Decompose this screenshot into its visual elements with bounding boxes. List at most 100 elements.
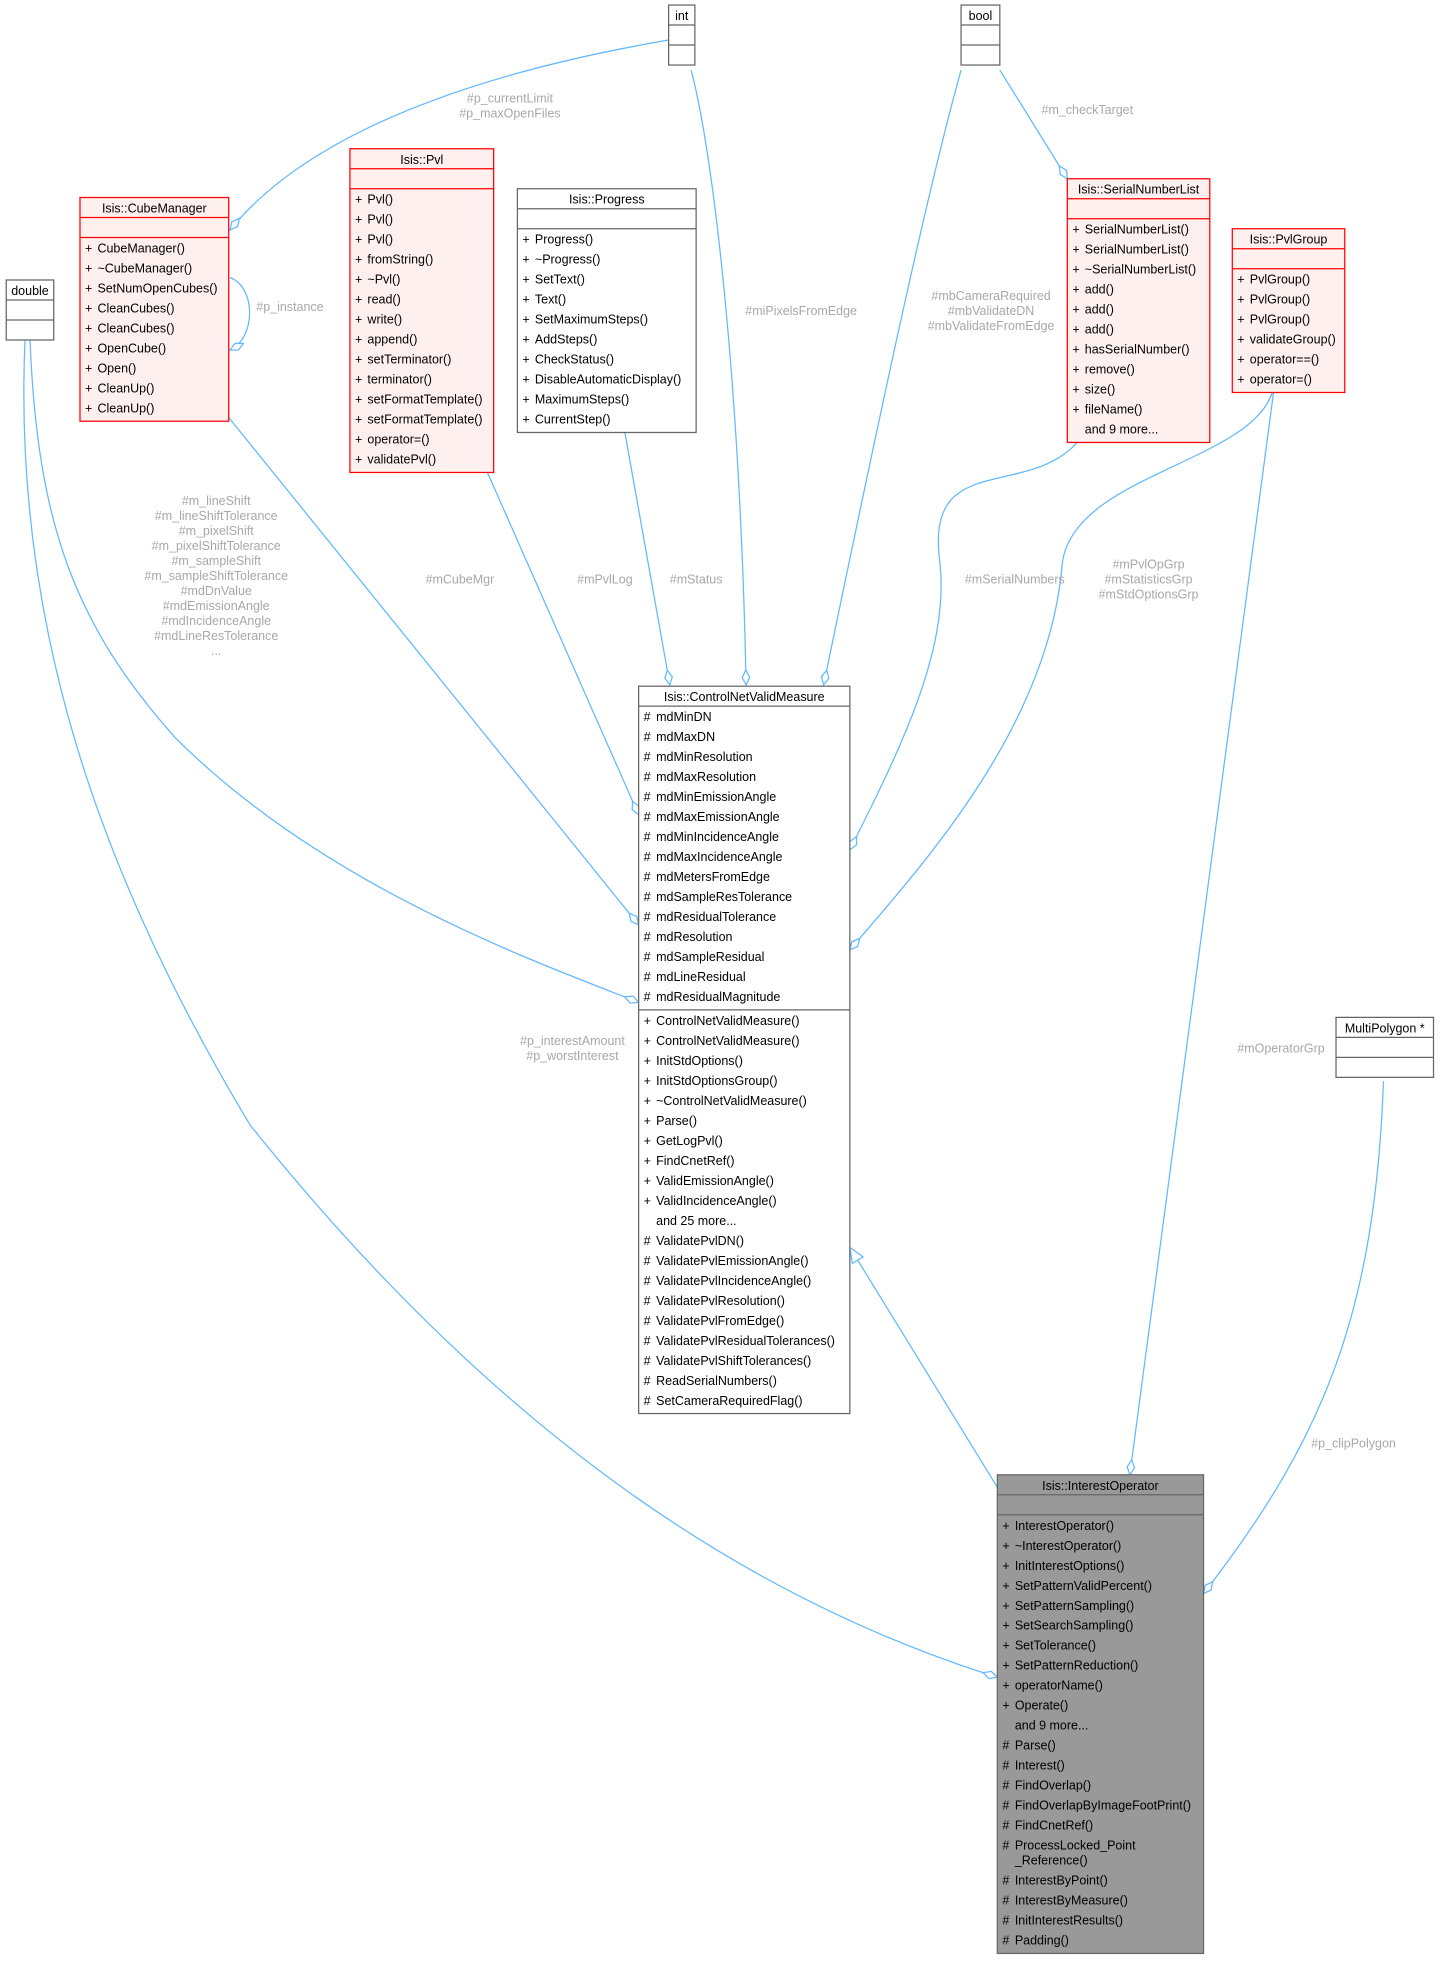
method[interactable]: GetLogPvl() xyxy=(656,1134,723,1148)
method[interactable]: SerialNumberList() xyxy=(1085,243,1189,257)
method[interactable]: terminator() xyxy=(367,373,432,387)
method[interactable]: SetPatternReduction() xyxy=(1015,1659,1139,1673)
class-node-double[interactable]: double xyxy=(5,279,55,341)
method[interactable]: add() xyxy=(1085,283,1114,297)
method[interactable]: Parse() xyxy=(1015,1739,1056,1753)
class-node-bool[interactable]: bool xyxy=(960,4,1001,66)
method[interactable]: ~CubeManager() xyxy=(97,261,192,275)
method[interactable]: FindOverlapByImageFootPrint() xyxy=(1015,1799,1191,1813)
method[interactable]: InitInterestResults() xyxy=(1015,1914,1123,1928)
method[interactable]: SetCameraRequiredFlag() xyxy=(656,1394,802,1408)
method[interactable]: SerialNumberList() xyxy=(1085,223,1189,237)
class-title[interactable]: int xyxy=(675,9,689,23)
method[interactable]: Interest() xyxy=(1015,1759,1065,1773)
method[interactable]: and 25 more... xyxy=(656,1214,737,1228)
method[interactable]: InitInterestOptions() xyxy=(1015,1559,1125,1573)
method[interactable]: SetSearchSampling() xyxy=(1015,1619,1134,1633)
method[interactable]: and 9 more... xyxy=(1085,423,1159,437)
method[interactable]: InterestOperator() xyxy=(1015,1519,1114,1533)
method[interactable]: FindCnetRef() xyxy=(656,1154,734,1168)
class-node-pvl[interactable]: Isis::Pvl+Pvl()+Pvl()+Pvl()+fromString()… xyxy=(349,148,495,474)
method[interactable]: CleanCubes() xyxy=(97,321,174,335)
method[interactable]: InterestByMeasure() xyxy=(1015,1894,1128,1908)
method[interactable]: PvlGroup() xyxy=(1250,293,1310,307)
method[interactable]: ValidatePvlFromEdge() xyxy=(656,1314,784,1328)
method[interactable]: CurrentStep() xyxy=(535,413,611,427)
method[interactable]: CleanUp() xyxy=(97,401,154,415)
method[interactable]: and 9 more... xyxy=(1015,1719,1089,1733)
method[interactable]: Pvl() xyxy=(367,233,393,247)
method[interactable]: SetText() xyxy=(535,273,585,287)
attribute[interactable]: mdMaxIncidenceAngle xyxy=(656,850,782,864)
method[interactable]: SetPatternValidPercent() xyxy=(1015,1579,1152,1593)
method[interactable]: add() xyxy=(1085,303,1114,317)
method[interactable]: PvlGroup() xyxy=(1250,273,1310,287)
class-title[interactable]: Isis::InterestOperator xyxy=(1042,1479,1159,1493)
method[interactable]: DisableAutomaticDisplay() xyxy=(535,373,681,387)
method[interactable]: ValidatePvlDN() xyxy=(656,1234,744,1248)
class-node-cube-manager[interactable]: Isis::CubeManager+CubeManager()+~CubeMan… xyxy=(79,196,230,422)
attribute[interactable]: mdResidualTolerance xyxy=(656,910,776,924)
attribute[interactable]: mdMinIncidenceAngle xyxy=(656,830,779,844)
method[interactable]: SetMaximumSteps() xyxy=(535,313,648,327)
method[interactable]: hasSerialNumber() xyxy=(1085,343,1190,357)
method[interactable]: validateGroup() xyxy=(1250,333,1336,347)
method[interactable]: ~SerialNumberList() xyxy=(1085,263,1196,277)
class-title[interactable]: double xyxy=(11,284,49,298)
method[interactable]: setTerminator() xyxy=(367,353,451,367)
method[interactable]: Parse() xyxy=(656,1114,697,1128)
method[interactable]: SetNumOpenCubes() xyxy=(97,281,217,295)
class-node-int[interactable]: int xyxy=(668,4,696,66)
method[interactable]: ValidatePvlResolution() xyxy=(656,1294,785,1308)
method[interactable]: SetTolerance() xyxy=(1015,1639,1096,1653)
method[interactable]: operator==() xyxy=(1250,353,1319,367)
method[interactable]: ReadSerialNumbers() xyxy=(656,1374,777,1388)
method[interactable]: FindCnetRef() xyxy=(1015,1819,1093,1833)
method[interactable]: Open() xyxy=(97,361,136,375)
method[interactable]: setFormatTemplate() xyxy=(367,393,482,407)
method[interactable]: InitStdOptions() xyxy=(656,1054,743,1068)
method[interactable]: ControlNetValidMeasure() xyxy=(656,1014,799,1028)
class-title[interactable]: Isis::PvlGroup xyxy=(1250,233,1328,247)
method[interactable]: PvlGroup() xyxy=(1250,313,1310,327)
method[interactable]: MaximumSteps() xyxy=(535,393,629,407)
method[interactable]: Pvl() xyxy=(367,213,393,227)
method[interactable]: ValidatePvlResidualTolerances() xyxy=(656,1334,835,1348)
method[interactable]: Progress() xyxy=(535,233,593,247)
attribute[interactable]: mdMinEmissionAngle xyxy=(656,790,776,804)
method[interactable]: ~Progress() xyxy=(535,253,601,267)
method[interactable]: ControlNetValidMeasure() xyxy=(656,1034,799,1048)
attribute[interactable]: mdSampleResTolerance xyxy=(656,890,792,904)
class-node-cnvm[interactable]: Isis::ControlNetValidMeasure#mdMinDN#mdM… xyxy=(638,685,851,1415)
method[interactable]: Text() xyxy=(535,293,566,307)
method[interactable]: fileName() xyxy=(1085,403,1143,417)
method[interactable]: operator=() xyxy=(367,433,429,447)
method[interactable]: append() xyxy=(367,333,417,347)
method[interactable]: Operate() xyxy=(1015,1699,1068,1713)
class-node-multi-polygon[interactable]: MultiPolygon * xyxy=(1335,1016,1435,1078)
method[interactable]: CubeManager() xyxy=(97,242,184,256)
attribute[interactable]: mdMinDN xyxy=(656,710,712,724)
method[interactable]: InterestByPoint() xyxy=(1015,1874,1108,1888)
method[interactable]: remove() xyxy=(1085,363,1135,377)
method[interactable]: Pvl() xyxy=(367,193,393,207)
class-title[interactable]: MultiPolygon * xyxy=(1345,1021,1425,1035)
method[interactable]: ValidIncidenceAngle() xyxy=(656,1194,777,1208)
method[interactable]: add() xyxy=(1085,323,1114,337)
class-node-serial-number-list[interactable]: Isis::SerialNumberList+SerialNumberList(… xyxy=(1066,178,1211,444)
class-title[interactable]: bool xyxy=(969,9,993,23)
method[interactable]: CleanUp() xyxy=(97,381,154,395)
method[interactable]: size() xyxy=(1085,383,1116,397)
class-title[interactable]: Isis::Progress xyxy=(569,193,645,207)
class-node-interest-operator[interactable]: Isis::InterestOperator+InterestOperator(… xyxy=(996,1474,1205,1955)
method[interactable]: FindOverlap() xyxy=(1015,1779,1091,1793)
method[interactable]: operator=() xyxy=(1250,373,1312,387)
method[interactable]: validatePvl() xyxy=(367,453,436,467)
method[interactable]: ~InterestOperator() xyxy=(1015,1539,1122,1553)
method[interactable]: write() xyxy=(366,313,402,327)
method[interactable]: ValidEmissionAngle() xyxy=(656,1174,774,1188)
method[interactable]: ValidatePvlEmissionAngle() xyxy=(656,1254,808,1268)
method[interactable]: ValidatePvlIncidenceAngle() xyxy=(656,1274,811,1288)
class-node-pvl-group[interactable]: Isis::PvlGroup+PvlGroup()+PvlGroup()+Pvl… xyxy=(1231,228,1346,394)
method[interactable]: ProcessLocked_Point xyxy=(1015,1839,1136,1853)
